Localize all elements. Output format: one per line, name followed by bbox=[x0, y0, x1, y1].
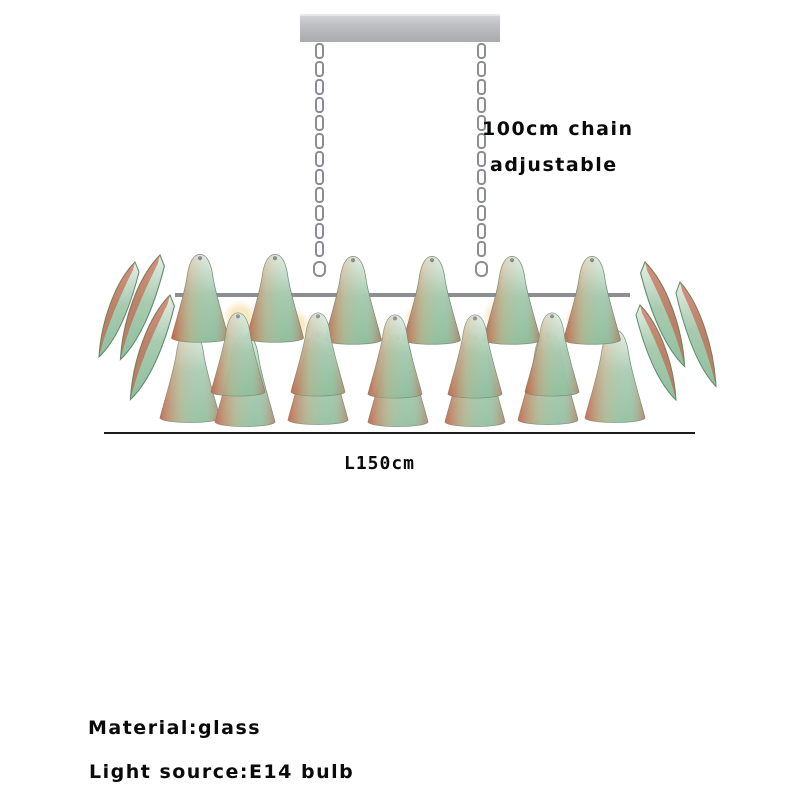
light-source-spec: Light source:E14 bulb bbox=[89, 761, 355, 783]
glass-leaves-left bbox=[98, 254, 175, 401]
right-chain bbox=[475, 43, 488, 277]
chain-adjustable-label: adjustable bbox=[490, 154, 618, 176]
left-chain bbox=[313, 43, 326, 277]
material-spec: Material:glass bbox=[88, 717, 262, 739]
length-dimension-line bbox=[104, 432, 695, 434]
chain-length-label: 100cm chain bbox=[482, 118, 634, 140]
length-label: L150cm bbox=[344, 453, 416, 474]
chandelier-image bbox=[98, 43, 717, 427]
glass-leaves-right bbox=[635, 261, 717, 401]
frame-bar bbox=[175, 293, 630, 297]
ceiling-canopy bbox=[300, 14, 500, 42]
